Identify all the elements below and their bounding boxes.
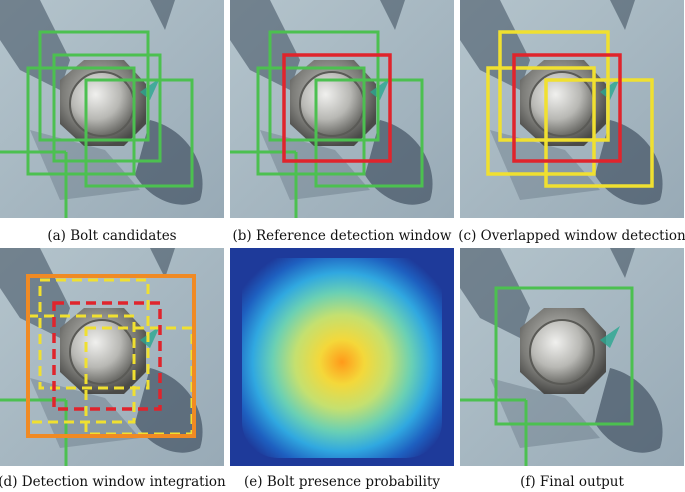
reference-box: [512, 53, 622, 163]
caption-c: (c) Overlapped window detection: [458, 228, 685, 244]
candidate-box: [52, 53, 162, 163]
caption-d: (d) Detection window integration: [0, 474, 226, 490]
candidate-box: [38, 30, 150, 142]
candidate-box: [314, 78, 424, 188]
panel-final-output: [460, 248, 684, 466]
candidate-box: [26, 66, 136, 176]
panel-bolt-presence-probability: [230, 248, 454, 466]
panel-bolt-candidates: [0, 0, 224, 218]
panel-reference-detection-window: [230, 0, 454, 218]
caption-b: (b) Reference detection window: [232, 228, 452, 244]
integration-box: [26, 274, 196, 438]
heatmap: [242, 258, 442, 458]
overlap-box: [498, 30, 610, 142]
panel-detection-window-integration: [0, 248, 224, 466]
panel-overlapped-window-detection: [460, 0, 684, 218]
overlap-box: [544, 78, 654, 188]
candidate-box: [268, 30, 380, 142]
overlap-box: [486, 66, 596, 176]
final-detection-box: [494, 286, 634, 426]
overlap-box: [38, 278, 150, 390]
candidate-box: [84, 78, 194, 188]
candidate-box: [256, 66, 366, 176]
caption-e: (e) Bolt presence probability: [244, 474, 440, 490]
caption-f: (f) Final output: [520, 474, 624, 490]
reference-box: [52, 301, 162, 411]
reference-box: [282, 53, 392, 163]
caption-a: (a) Bolt candidates: [47, 228, 177, 244]
